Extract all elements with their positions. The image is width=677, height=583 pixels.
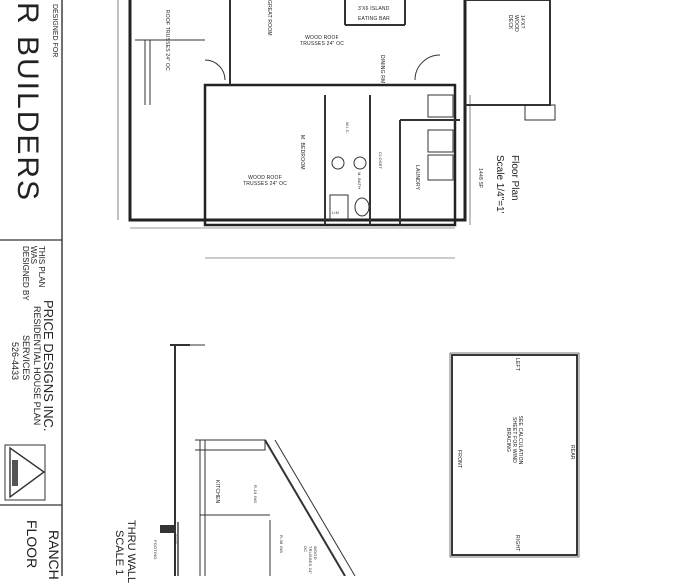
foundation-rear: REAR xyxy=(569,445,575,460)
roof-note-1: WOOD ROOF TRUSSES 24" OC xyxy=(299,35,345,47)
room-m-bath: M. BATH xyxy=(357,172,362,190)
company-phone: 526-4433 xyxy=(10,342,20,381)
room-lin: LIN xyxy=(332,210,339,215)
room-dining: DINING RM xyxy=(379,55,385,84)
roof-note-2: WOOD ROOF TRUSSES 24" OC xyxy=(242,175,288,187)
floor-plan xyxy=(117,0,556,259)
section-r38: R-38 INS xyxy=(279,535,284,554)
house-logo-icon xyxy=(4,444,46,501)
room-bedroom: M. BEDROOM xyxy=(299,135,305,170)
room-wic: W.I.C. xyxy=(345,122,350,135)
this-plan-label: THIS PLAN WAS DESIGNED BY xyxy=(21,246,46,301)
section-r19: R-19 INS xyxy=(253,485,258,504)
foundation-plan xyxy=(449,352,580,558)
room-closet: CLOSET xyxy=(378,152,383,170)
foundation-right: RIGHT xyxy=(514,535,520,552)
eating-bar: EATING BAR xyxy=(358,16,390,22)
designed-for-label: DESIGNED FOR xyxy=(51,4,58,58)
wall-section xyxy=(160,344,356,576)
sheet-title-b: FLOOR xyxy=(24,520,40,569)
company-line3: SERVICES xyxy=(21,335,31,381)
foundation-left: LEFT xyxy=(514,358,520,372)
foundation-note: SEE CALCULATION SHEET FOR WIND BRACING xyxy=(505,415,523,465)
foundation-front: FRONT xyxy=(456,450,462,469)
floor-plan-title: Floor Plan xyxy=(509,155,520,201)
floor-plan-area: 1448 SF xyxy=(477,168,483,189)
floor-plan-scale: Scale 1/4"=1' xyxy=(494,155,505,214)
section-title: THRU WALL xyxy=(125,520,137,583)
room-great-room: GREAT ROOM xyxy=(266,0,272,36)
builder-name: R BUILDERS xyxy=(11,2,44,203)
company-line2: RESIDENTIAL HOUSE PLAN xyxy=(32,306,42,426)
kitchen-island: 3'X6 ISLAND xyxy=(358,6,390,12)
section-kitchen: KITCHEN xyxy=(214,480,220,504)
sheet-title-a: RANCH xyxy=(46,530,62,580)
section-trusses: WOOD TRUSSES 24" OC xyxy=(303,546,318,575)
company-name: PRICE DESIGNS INC. xyxy=(41,300,56,432)
section-pier: PIER xyxy=(173,534,178,545)
room-deck: 14'X? WOOD DECK xyxy=(507,15,525,32)
room-laundry: LAUNDRY xyxy=(414,165,420,191)
section-scale: SCALE 1 xyxy=(113,530,125,576)
section-footing: FOOTING xyxy=(153,540,158,560)
roof-note-3: ROOF TRUSSES 24" OC xyxy=(164,10,170,71)
